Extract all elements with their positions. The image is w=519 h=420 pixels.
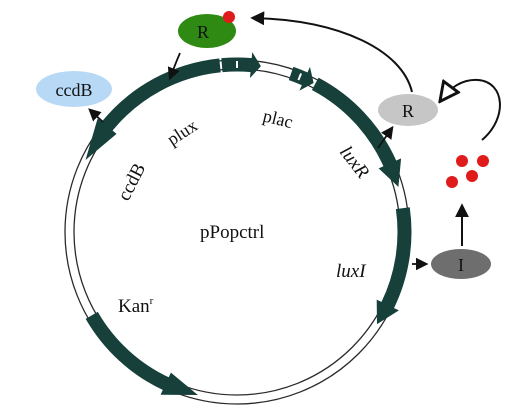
plac-promoter-arrow <box>288 66 314 91</box>
ccdB-protein-ellipse <box>36 71 112 107</box>
r-inactive-ellipse <box>378 94 438 126</box>
plac-promoter-label: plac <box>261 105 295 132</box>
r-activation-arrow <box>250 11 413 93</box>
ccdB-gene-label: ccdB <box>114 160 150 204</box>
luxR-to-r-arrow <box>377 125 394 149</box>
r-active-to-plux-arrow <box>167 52 181 81</box>
ccdB-to-protein-arrow <box>88 108 104 123</box>
r-active-ellipse <box>178 14 236 48</box>
signal-molecule-cluster <box>446 155 489 188</box>
ccdB-protein-label: ccdB <box>56 80 93 100</box>
luxR-gene-label: luxR <box>335 142 373 183</box>
plac-promoter-mark <box>297 73 302 81</box>
plux-promoter-label: plux <box>163 115 201 149</box>
gene-blocks <box>85 52 412 396</box>
signal-molecule-bound-dot <box>223 11 235 23</box>
i-protein-ellipse <box>431 249 491 279</box>
signal-binding-arrow <box>441 80 501 141</box>
luxI-gene-label: luxI <box>336 261 367 282</box>
ccdB-gene-arrow <box>85 58 221 161</box>
r-inactive-label: R <box>402 101 414 121</box>
kan-resistance-label: Kanr <box>118 295 154 317</box>
i-protein-label: I <box>458 255 464 275</box>
plux-promoter-arrow <box>221 52 261 79</box>
luxR-gene-arrow <box>311 77 402 187</box>
r-active-label: R <box>197 22 209 42</box>
kan-resistance-gene-arrow <box>85 311 198 396</box>
plasmid-name-label: pPopctrl <box>200 222 264 243</box>
luxI-gene-arrow <box>376 207 412 325</box>
